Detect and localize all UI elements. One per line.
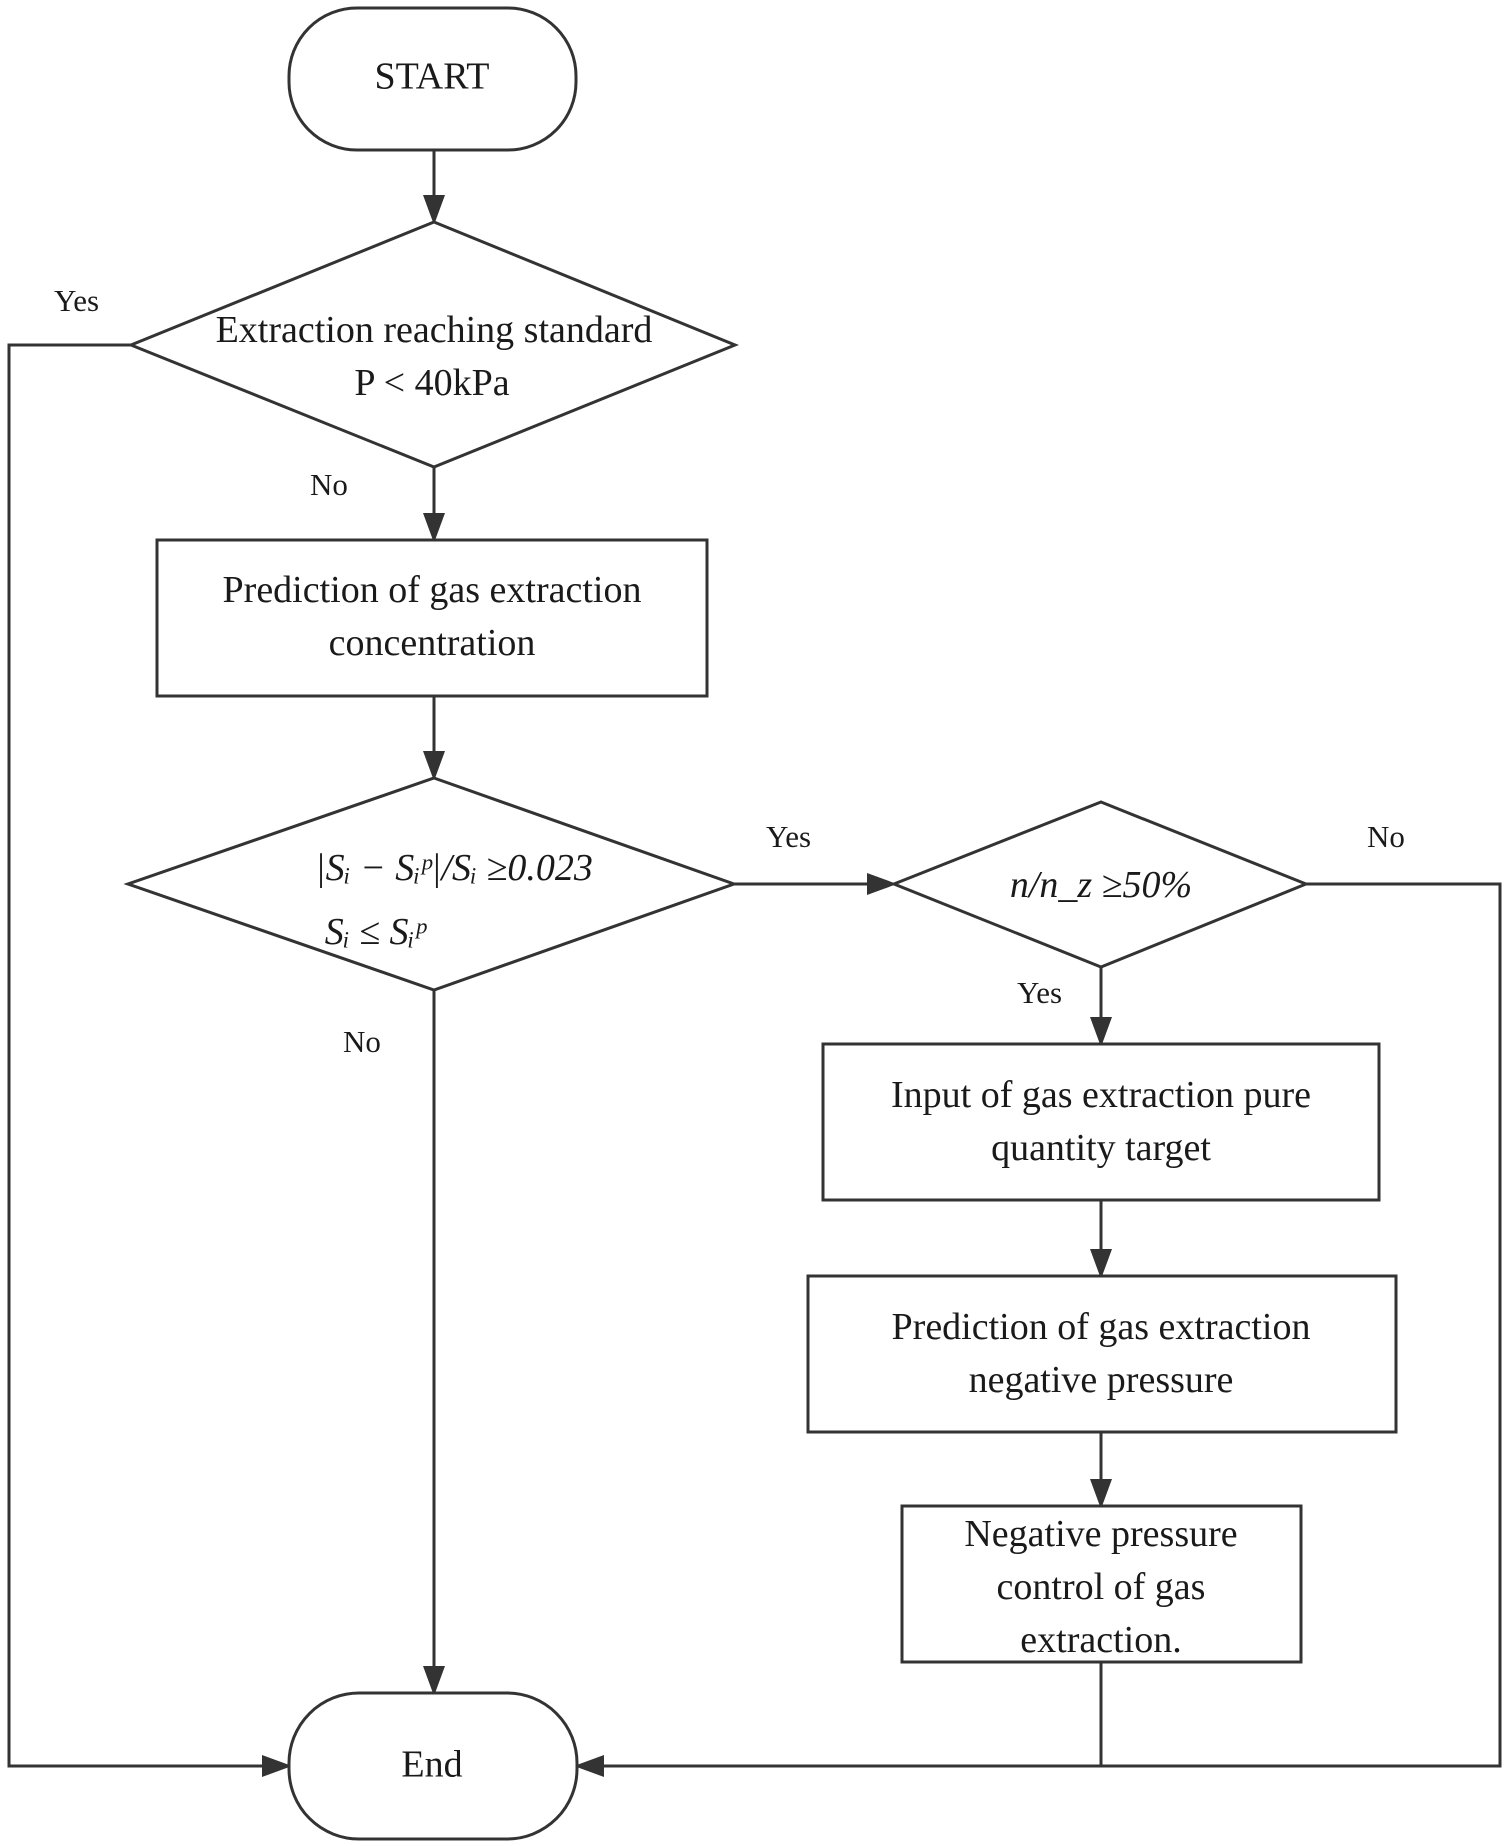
start-label: START	[374, 56, 489, 98]
process-predict-concentration-line2: concentration	[329, 622, 536, 664]
start-terminal	[287, 6, 578, 152]
decision-error-check	[123, 776, 739, 992]
process-predict-concentration-line1: Prediction of gas extraction	[223, 569, 642, 611]
decision-extraction-standard-line2: P < 40kPa	[354, 362, 509, 404]
end-terminal	[287, 1691, 579, 1841]
decision-ratio-check	[889, 800, 1311, 969]
edge-label-ratio-yes: Yes	[1017, 975, 1062, 1010]
edge-label-ratio-no: No	[1367, 819, 1405, 854]
process-predict-concentration	[155, 538, 709, 698]
process-predict-pressure	[806, 1274, 1398, 1434]
process-negative-pressure-control-line2: control of gas	[997, 1566, 1206, 1608]
decision-extraction-standard-line1: Extraction reaching standard	[216, 309, 653, 351]
process-negative-pressure-control-line1: Negative pressure	[964, 1513, 1237, 1555]
edge-label-error-no: No	[343, 1024, 381, 1059]
process-negative-pressure-control	[900, 1504, 1303, 1664]
process-predict-pressure-line1: Prediction of gas extraction	[892, 1306, 1311, 1348]
decision-ratio-check-label: n/n_z ≥50%	[1010, 864, 1192, 906]
edge-label-error-yes: Yes	[766, 819, 811, 854]
decision-error-check-line1: |Sᵢ − Sᵢᵖ|/Sᵢ ≥0.023	[315, 847, 593, 889]
process-predict-pressure-line2: negative pressure	[969, 1359, 1234, 1401]
arrow-ratio-no-to-end	[574, 882, 1502, 1777]
decision-error-check-line2: Sᵢ ≤ Sᵢᵖ	[325, 911, 428, 953]
process-negative-pressure-control-line3: extraction.	[1020, 1619, 1181, 1661]
end-label: End	[401, 1744, 462, 1786]
process-input-target	[821, 1042, 1381, 1202]
edge-label-standard-no: No	[310, 467, 348, 502]
edge-label-standard-yes: Yes	[54, 283, 99, 318]
process-input-target-line1: Input of gas extraction pure	[891, 1074, 1311, 1116]
arrow-standard-yes-to-end	[7, 343, 292, 1777]
process-input-target-line2: quantity target	[991, 1127, 1211, 1169]
decision-extraction-standard	[126, 220, 739, 469]
